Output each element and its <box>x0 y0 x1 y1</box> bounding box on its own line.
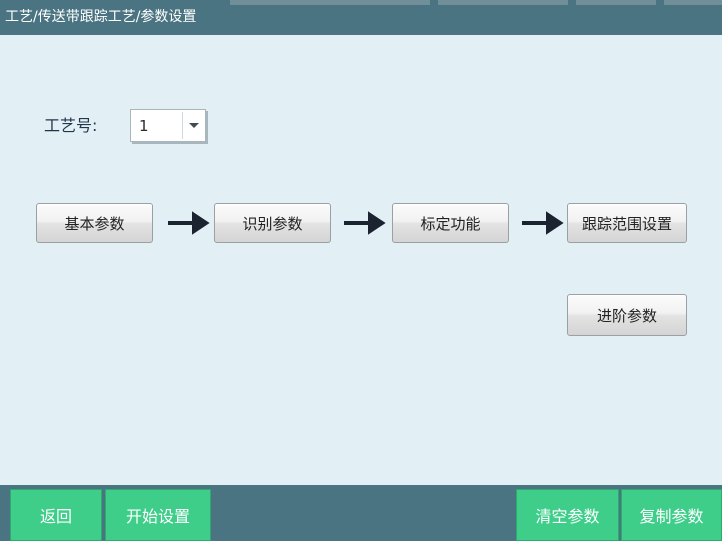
advanced-parameters-button[interactable]: 进阶参数 <box>567 294 687 336</box>
flow-step-calibration-function[interactable]: 标定功能 <box>392 203 509 243</box>
start-setup-button-label: 开始设置 <box>125 507 190 526</box>
title-bar: 工艺/传送带跟踪工艺/参数设置 <box>0 0 722 35</box>
breadcrumb-title: 工艺/传送带跟踪工艺/参数设置 <box>5 9 197 25</box>
clear-parameters-button-label: 清空参数 <box>535 507 600 526</box>
bottom-toolbar: 返回 开始设置 清空参数 复制参数 <box>0 485 722 541</box>
process-number-label: 工艺号: <box>44 116 98 135</box>
back-button-label: 返回 <box>39 507 72 526</box>
advanced-parameters-label: 进阶参数 <box>596 306 657 325</box>
clear-parameters-button[interactable]: 清空参数 <box>516 489 619 541</box>
copy-parameters-button[interactable]: 复制参数 <box>621 489 722 541</box>
process-number-value: 1 <box>139 117 149 135</box>
start-setup-button[interactable]: 开始设置 <box>105 489 211 541</box>
copy-parameters-button-label: 复制参数 <box>639 507 704 526</box>
chevron-down-icon[interactable] <box>189 123 199 128</box>
combo-divider <box>182 112 183 139</box>
flow-step-label: 跟踪范围设置 <box>581 214 672 233</box>
flow-step-recognition-parameters[interactable]: 识别参数 <box>214 203 331 243</box>
flow-step-basic-parameters[interactable]: 基本参数 <box>36 203 153 243</box>
title-bar-top-strip <box>0 0 722 5</box>
arrow-right-icon <box>166 210 210 236</box>
arrow-right-icon <box>520 210 564 236</box>
flow-step-tracking-range-settings[interactable]: 跟踪范围设置 <box>567 203 687 243</box>
process-number-select[interactable]: 1 <box>130 109 206 142</box>
flow-step-label: 基本参数 <box>64 214 125 233</box>
flow-step-label: 识别参数 <box>242 214 303 233</box>
arrow-right-icon <box>342 210 386 236</box>
flow-step-label: 标定功能 <box>420 214 481 233</box>
back-button[interactable]: 返回 <box>10 489 102 541</box>
